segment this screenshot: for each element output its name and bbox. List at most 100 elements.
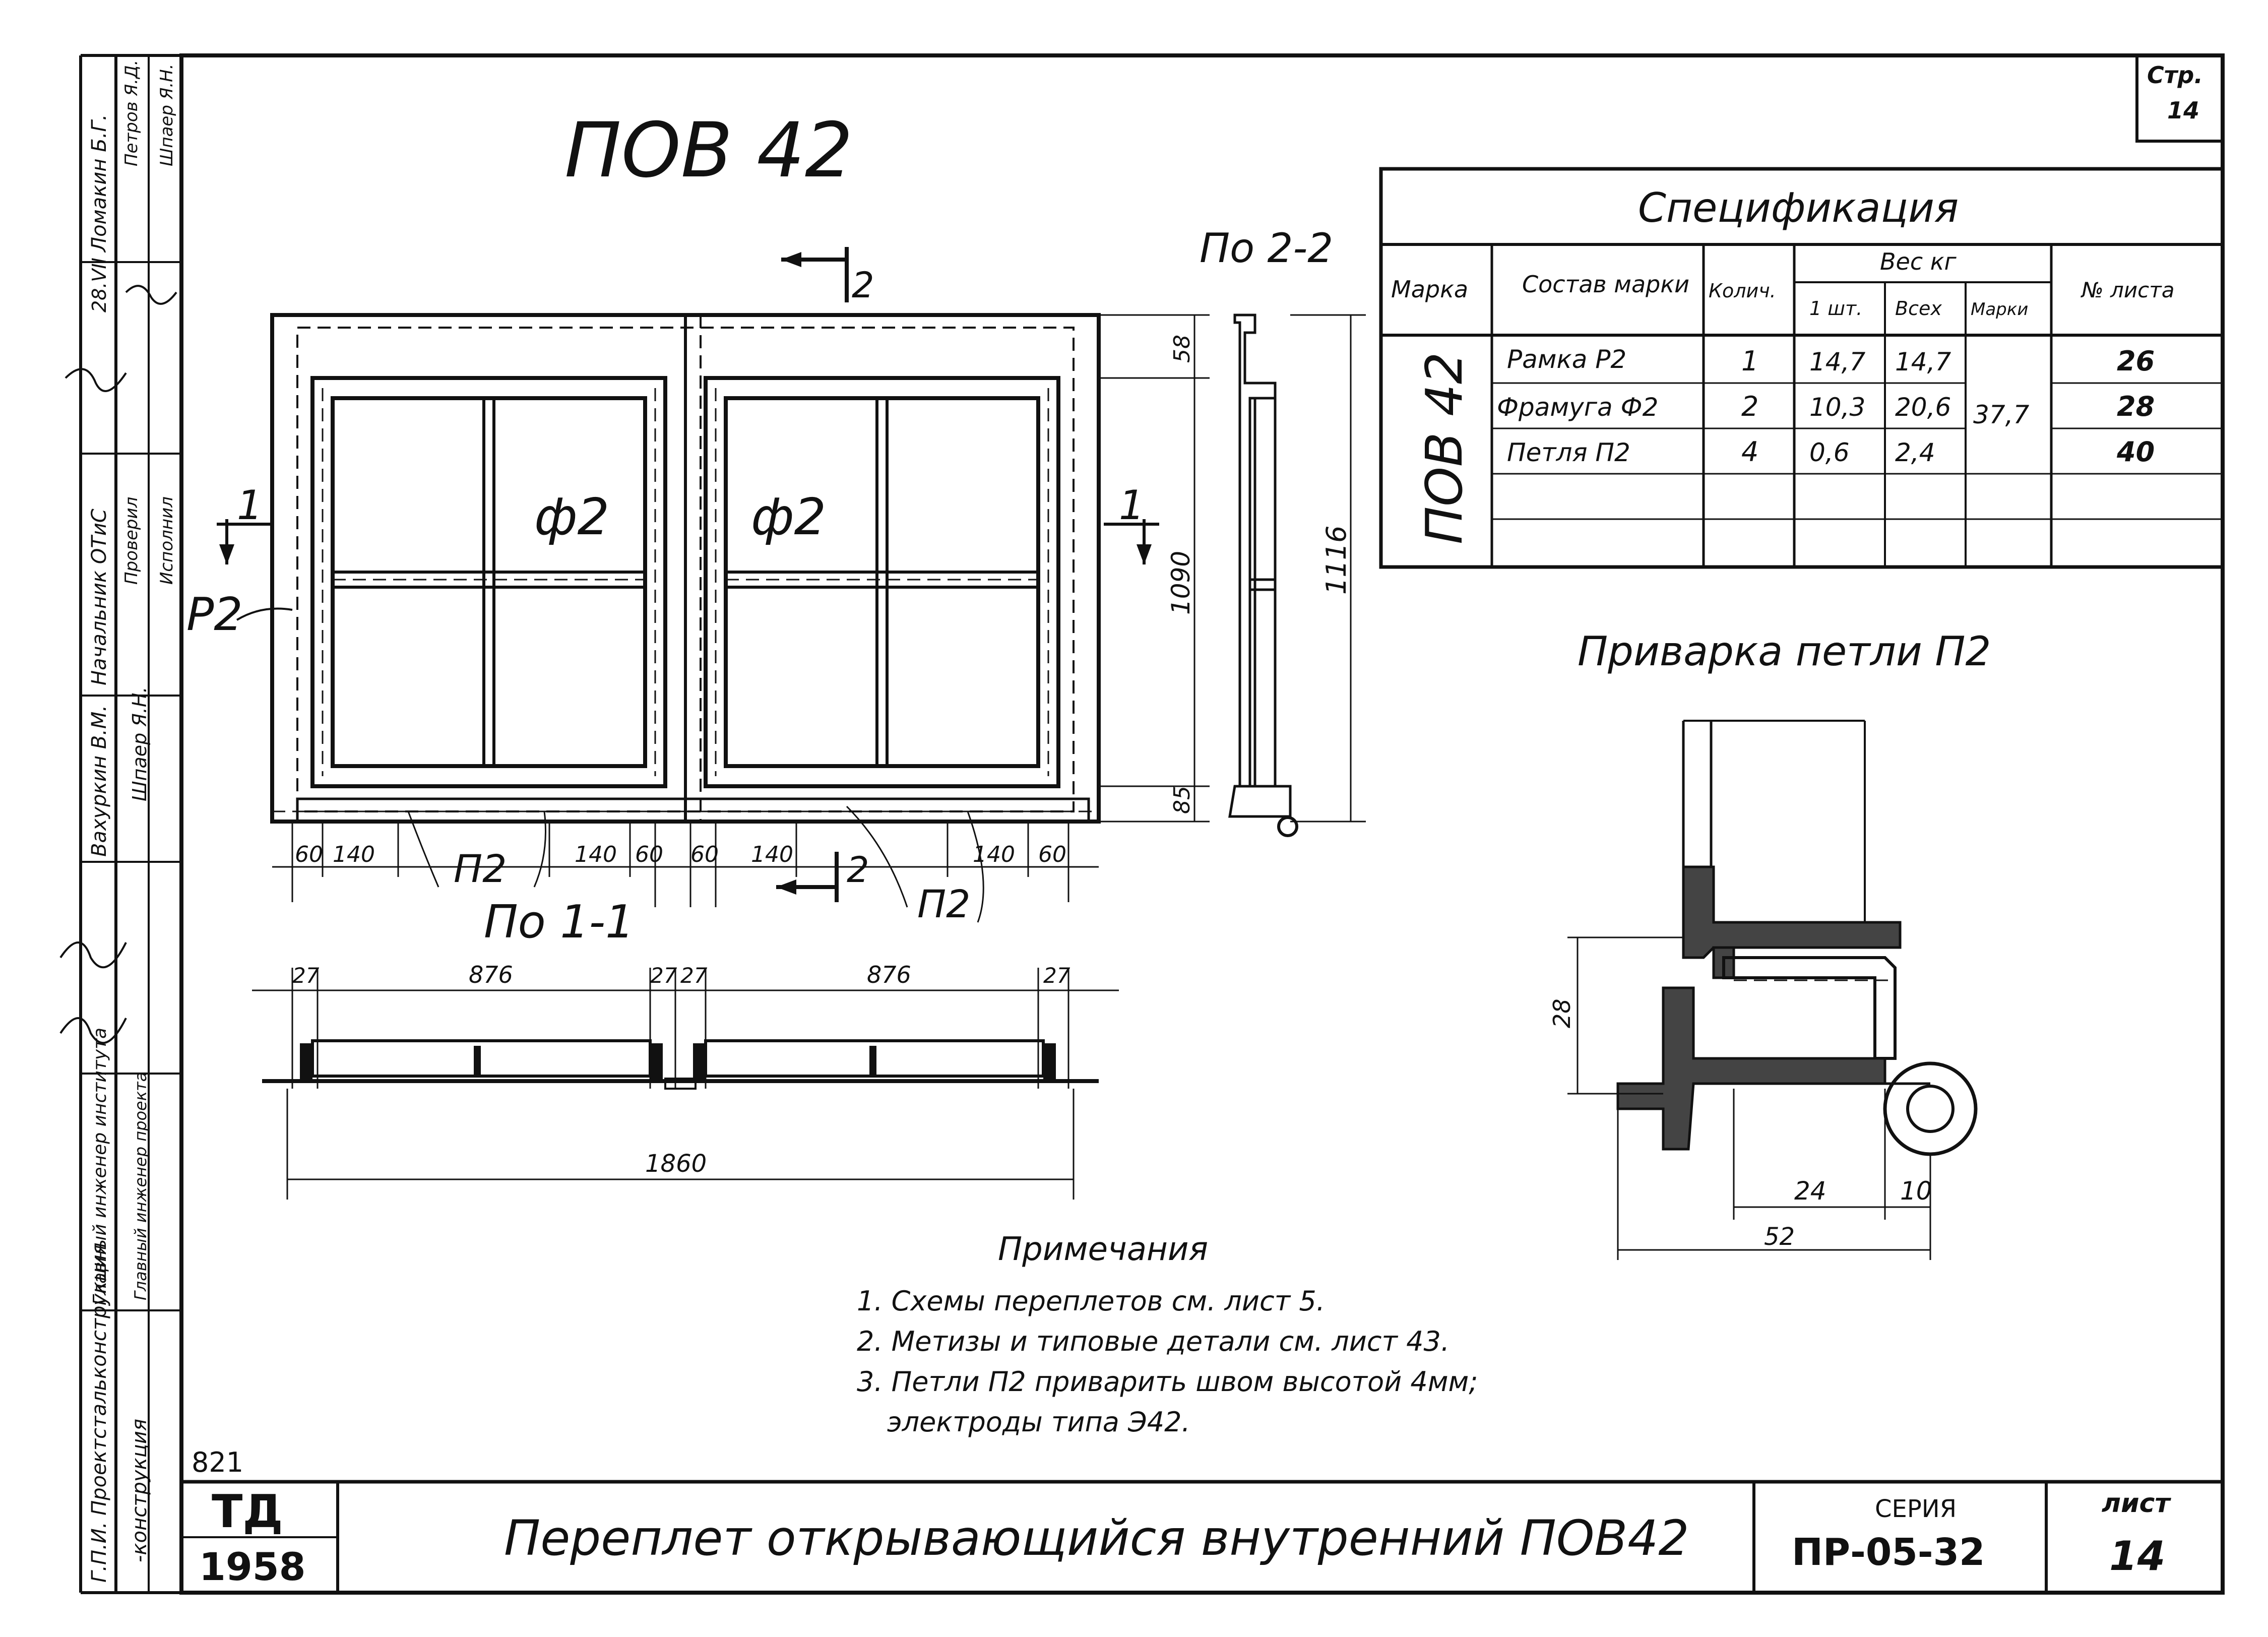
spec-mark-weight: 37,7 xyxy=(1973,400,2030,429)
dim-b-4: 60 xyxy=(635,842,663,867)
detail-dim-10: 10 xyxy=(1900,1176,1932,1206)
stamp-text-10: Шпаер Я.Н. xyxy=(129,687,151,801)
dim-total-line xyxy=(286,1089,1075,1200)
hinge-leader-1 xyxy=(407,811,546,888)
note-4: электроды типа Э42. xyxy=(887,1406,1190,1438)
spec-h-composition: Состав марки xyxy=(1522,271,1689,298)
section-11-profile xyxy=(262,1039,1099,1090)
dim-total: 1860 xyxy=(645,1150,707,1178)
stamp-text-11: Главный инженер проекта xyxy=(131,1072,150,1300)
front-elevation xyxy=(270,313,1101,824)
section-22-profile xyxy=(1228,313,1298,837)
stamp-text-1: Ломакин Б.Г. xyxy=(88,114,111,253)
spec-r2-name: Фрамуга Ф2 xyxy=(1497,393,1658,422)
spec-mark-value: ПОВ 42 xyxy=(1415,352,1474,544)
spec-h-markw: Марки xyxy=(1971,299,2028,320)
org-name-1: Г.П.И. Проектстальконструкция xyxy=(88,1242,111,1583)
dim-bottom-line xyxy=(272,822,1099,907)
spec-r2-sheet: 28 xyxy=(2117,391,2155,422)
detail-title: Приварка петли П2 xyxy=(1578,628,1991,675)
dim-s-3: 27 xyxy=(650,963,677,988)
stamp-text-3: Начальник ОТиС xyxy=(88,509,111,685)
frame-leader xyxy=(236,607,293,621)
dim-b-8: 60 xyxy=(1038,842,1066,867)
stamp-text-7: Шпаер Я.Н. xyxy=(157,64,177,166)
cut-2-bottom-label: 2 xyxy=(847,849,869,891)
dim-85: 85 xyxy=(1169,786,1195,814)
cut-1-left-label: 1 xyxy=(237,482,263,529)
dim-1090: 1090 xyxy=(1166,551,1195,615)
detail-dim-52: 52 xyxy=(1764,1223,1795,1251)
spec-r3-one: 0,6 xyxy=(1809,438,1850,467)
spec-r3-all: 2,4 xyxy=(1895,438,1935,467)
spec-h-all: Всех xyxy=(1895,297,1942,320)
spec-h-one: 1 шт. xyxy=(1809,297,1862,320)
notes-title: Примечания xyxy=(998,1231,1208,1268)
dim-58: 58 xyxy=(1169,335,1195,363)
spec-r1-qty: 1 xyxy=(1741,345,1758,377)
signature-1 xyxy=(65,368,127,392)
dim-b-7: 140 xyxy=(973,842,1015,867)
page-number: 14 xyxy=(2167,97,2199,124)
sheet-label: лист xyxy=(2102,1488,2171,1519)
spec-r3-name: Петля П2 xyxy=(1507,438,1630,467)
cut-2-top xyxy=(781,247,849,302)
dim-b-1: 60 xyxy=(295,842,323,867)
dim-b-5: 60 xyxy=(690,842,719,867)
cut-1-right-label: 1 xyxy=(1119,482,1145,529)
spec-table xyxy=(1379,167,2225,569)
stamp-text-2: 28.VII xyxy=(88,258,110,312)
sheet-year: 1958 xyxy=(199,1544,306,1589)
signature-3 xyxy=(59,941,127,969)
dim-s-1: 27 xyxy=(292,963,320,988)
sheet-number: 14 xyxy=(2109,1533,2165,1580)
spec-r3-qty: 4 xyxy=(1741,436,1758,468)
series-label: СЕРИЯ xyxy=(1875,1495,1957,1523)
spec-h-weight: Вес кг xyxy=(1880,248,1957,275)
signature-2 xyxy=(125,285,177,305)
dim-b-3: 140 xyxy=(575,842,617,867)
hinge-label-2: П2 xyxy=(917,882,971,926)
page-label: Стр. xyxy=(2147,61,2203,89)
cut-1-right xyxy=(1104,519,1159,564)
stamp-strip: Ломакин Б.Г. 28.VII Начальник ОТиС Вахур… xyxy=(59,54,181,1594)
leaf-label-right: ф2 xyxy=(751,487,826,546)
dim-b-6: 140 xyxy=(751,842,793,867)
dim-s-5: 876 xyxy=(867,961,911,988)
sheet-border xyxy=(179,53,2225,1595)
cut-2-top-label: 2 xyxy=(852,265,874,306)
spec-h-mark: Марка xyxy=(1391,276,1468,303)
org-logo: ТД xyxy=(212,1485,283,1538)
spec-r2-qty: 2 xyxy=(1741,391,1758,422)
org-code: 821 xyxy=(192,1446,243,1478)
stamp-text-5: Главный инженер института xyxy=(90,1028,110,1305)
stamp-text-6: Петров Я.Д. xyxy=(121,60,142,166)
spec-r3-sheet: 40 xyxy=(2116,436,2155,468)
dim-b-2: 140 xyxy=(333,842,375,867)
signature-4 xyxy=(59,1017,127,1044)
note-1: 1. Схемы переплетов см. лист 5. xyxy=(857,1285,1325,1317)
frame-label: Р2 xyxy=(186,588,243,641)
org-name-2: -конструкция xyxy=(128,1419,151,1562)
series-code: ПР-05-32 xyxy=(1792,1531,1985,1574)
spec-r1-name: Рамка Р2 xyxy=(1507,345,1626,374)
stamp-text-8: Проверил xyxy=(121,497,142,585)
cut-1-left xyxy=(217,519,272,564)
section-22-label: По 2-2 xyxy=(1200,225,1333,272)
section-11-label: По 1-1 xyxy=(484,896,634,949)
dim-s-2: 876 xyxy=(469,961,513,988)
spec-r1-all: 14,7 xyxy=(1895,347,1951,376)
stamp-text-9: Исполнил xyxy=(157,496,177,585)
dim-s-4: 27 xyxy=(680,963,708,988)
dim-1116: 1116 xyxy=(1320,526,1352,595)
detail-dim-24: 24 xyxy=(1794,1176,1826,1206)
cut-2-bottom xyxy=(776,852,839,902)
page-corner: Стр. 14 xyxy=(2135,55,2223,143)
detail-dim-28: 28 xyxy=(1548,998,1576,1028)
product-title: ПОВ 42 xyxy=(564,107,853,195)
title-block xyxy=(181,1480,2223,1593)
note-2: 2. Метизы и типовые детали см. лист 43. xyxy=(857,1326,1450,1357)
stamp-text-4: Вахуркин В.М. xyxy=(88,705,111,857)
sheet-title: Переплет открывающийся внутренний ПОВ42 xyxy=(504,1510,1689,1566)
